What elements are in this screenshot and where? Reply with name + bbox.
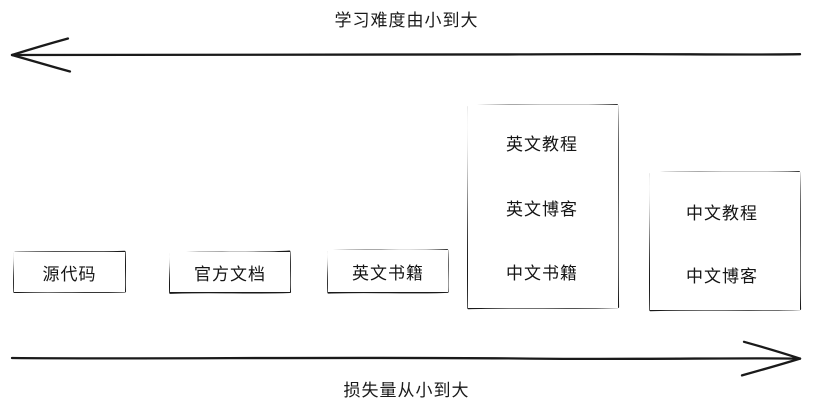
- loss-axis-label: 损失量从小到大: [343, 381, 470, 401]
- node-chinese-blog[interactable]: 中文博客: [662, 255, 782, 293]
- group-chinese-resources: 中文教程 中文博客: [650, 172, 800, 310]
- loss-axis-arrow: [10, 340, 802, 377]
- node-source-code[interactable]: 源代码: [14, 252, 125, 292]
- node-english-blog[interactable]: 英文博客: [487, 188, 597, 226]
- node-english-books[interactable]: 英文书籍: [328, 250, 448, 292]
- node-official-docs[interactable]: 官方文档: [170, 252, 290, 292]
- node-english-tutorial[interactable]: 英文教程: [487, 123, 597, 161]
- difficulty-axis-label: 学习难度由小到大: [334, 11, 479, 31]
- difficulty-axis-arrow: [10, 37, 802, 73]
- node-chinese-books[interactable]: 中文书籍: [487, 252, 597, 290]
- node-chinese-tutorial[interactable]: 中文教程: [662, 192, 782, 230]
- group-english-resources: 英文教程 英文博客 中文书籍: [468, 105, 618, 308]
